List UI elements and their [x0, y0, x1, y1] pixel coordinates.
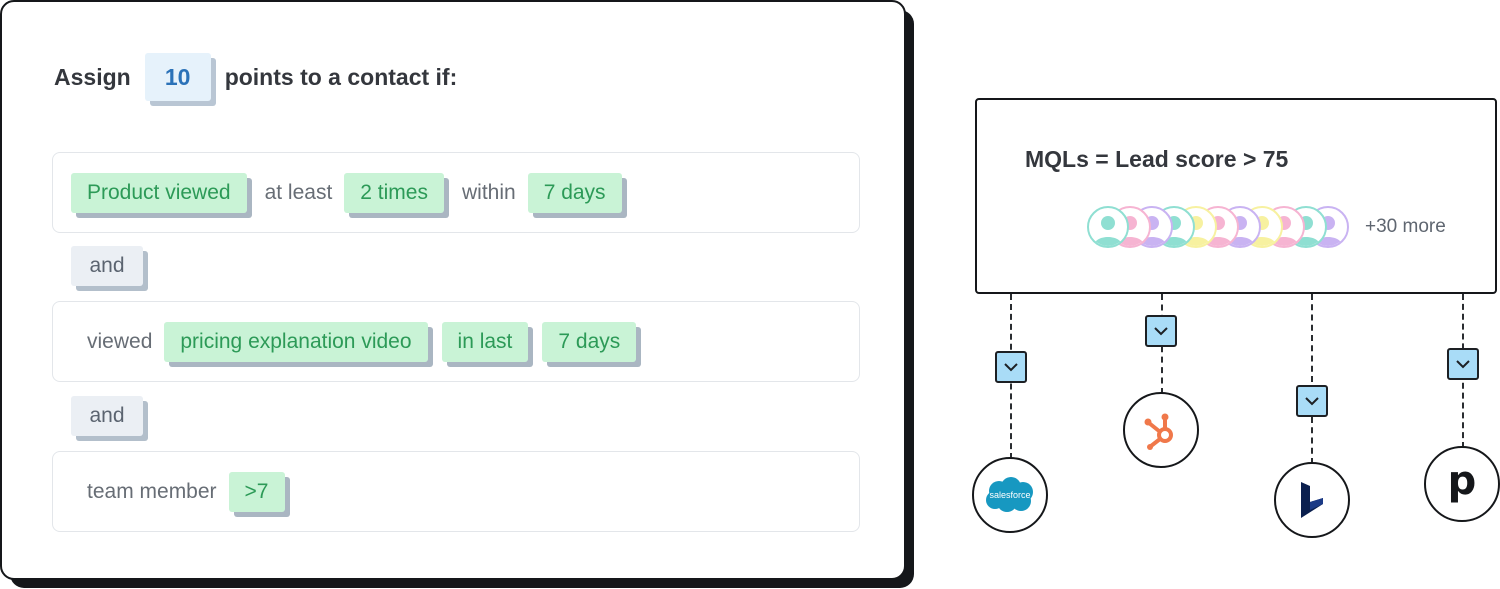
chevron-down-icon[interactable] — [995, 351, 1027, 383]
condition-text: team member — [87, 479, 217, 503]
condition-chip[interactable]: in last — [441, 321, 534, 367]
condition-text: at least — [264, 180, 333, 204]
hubspot-logo[interactable] — [1123, 392, 1199, 468]
chevron-down-icon[interactable] — [1447, 348, 1479, 380]
points-value[interactable]: 10 — [144, 53, 211, 101]
condition-text: viewed — [87, 329, 153, 353]
lead-scoring-rule-card: Assign 10 points to a contact if: Produc… — [0, 0, 906, 580]
pipedrive-logo[interactable]: p — [1424, 446, 1500, 522]
avatar-stack — [1087, 206, 1357, 248]
more-contacts-label[interactable]: +30 more — [1365, 216, 1446, 237]
mql-summary-box: MQLs = Lead score > 75 +30 more — [975, 98, 1497, 294]
chevron-down-icon[interactable] — [1145, 315, 1177, 347]
condition-row-2: viewed pricing explanation video in last… — [52, 301, 860, 382]
condition-text: within — [461, 180, 516, 204]
microsoft-dynamics-logo[interactable] — [1274, 462, 1350, 538]
contact-avatar — [1087, 206, 1129, 248]
chevron-down-icon[interactable] — [1296, 385, 1328, 417]
condition-chip[interactable]: 7 days — [527, 172, 627, 218]
condition-chip[interactable]: Product viewed — [71, 172, 252, 218]
condition-chip[interactable]: pricing explanation video — [164, 321, 433, 367]
mql-title: MQLs = Lead score > 75 — [1025, 146, 1289, 172]
condition-chip[interactable]: >7 — [228, 471, 290, 517]
condition-chip[interactable]: 7 days — [542, 321, 642, 367]
and-connector-1[interactable]: and — [71, 246, 148, 291]
rule-prefix: Assign — [54, 63, 131, 90]
salesforce-logo-text: salesforce — [989, 490, 1030, 500]
pipedrive-logo-text: p — [1447, 458, 1477, 504]
connector-line — [1311, 294, 1313, 464]
salesforce-logo[interactable]: salesforce — [972, 457, 1048, 533]
rule-suffix: points to a contact if: — [224, 63, 458, 90]
rule-header: Assign 10 points to a contact if: — [54, 52, 458, 106]
and-connector-2[interactable]: and — [71, 396, 148, 441]
condition-row-3: team member >7 — [52, 451, 860, 532]
condition-row-1: Product viewed at least 2 times within 7… — [52, 152, 860, 233]
condition-chip[interactable]: 2 times — [344, 172, 449, 218]
points-input[interactable]: 10 — [144, 53, 216, 106]
